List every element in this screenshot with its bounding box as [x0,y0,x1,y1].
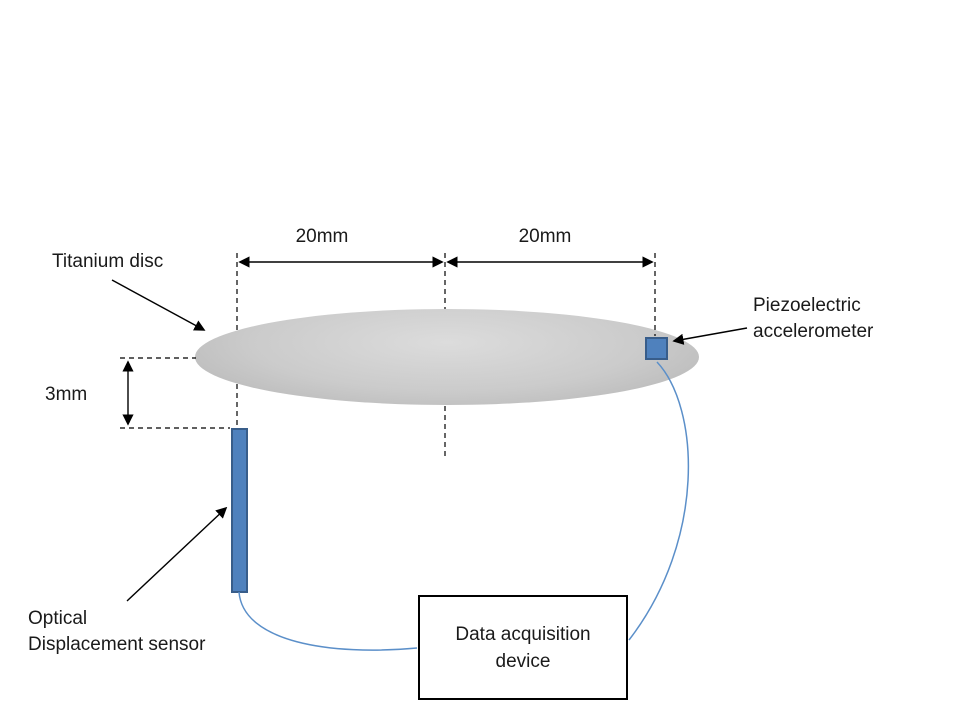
offset-height-label: 3mm [45,384,88,405]
titanium-disc-arrow [111,279,206,331]
piezoelectric-accelerometer-shape [645,337,668,360]
optical-label-line1: Optical [28,608,88,629]
piezo-label-line2: accelerometer [753,321,874,342]
dimension-label-right: 20mm [518,226,572,247]
optical-label-line2: Displacement sensor [28,634,206,655]
optical-displacement-sensor-shape [231,428,248,593]
daq-label-line2: device [495,650,551,672]
titanium-disc-shape [195,309,699,405]
daq-label-line1: Data acquisition [455,623,591,645]
dimension-label-left: 20mm [295,226,349,247]
data-acquisition-device-box: Data acquisition device [418,595,628,700]
accelerometer-cable [628,361,690,641]
sensor-arrow [126,506,228,602]
sensor-cable [238,591,418,651]
accelerometer-arrow [672,327,748,345]
optical-displacement-sensor-label: Optical Displacement sensor [28,606,205,658]
piezoelectric-accelerometer-label: Piezoelectric accelerometer [753,293,873,345]
piezo-label-line1: Piezoelectric [753,295,861,316]
titanium-disc-label: Titanium disc [52,251,164,272]
